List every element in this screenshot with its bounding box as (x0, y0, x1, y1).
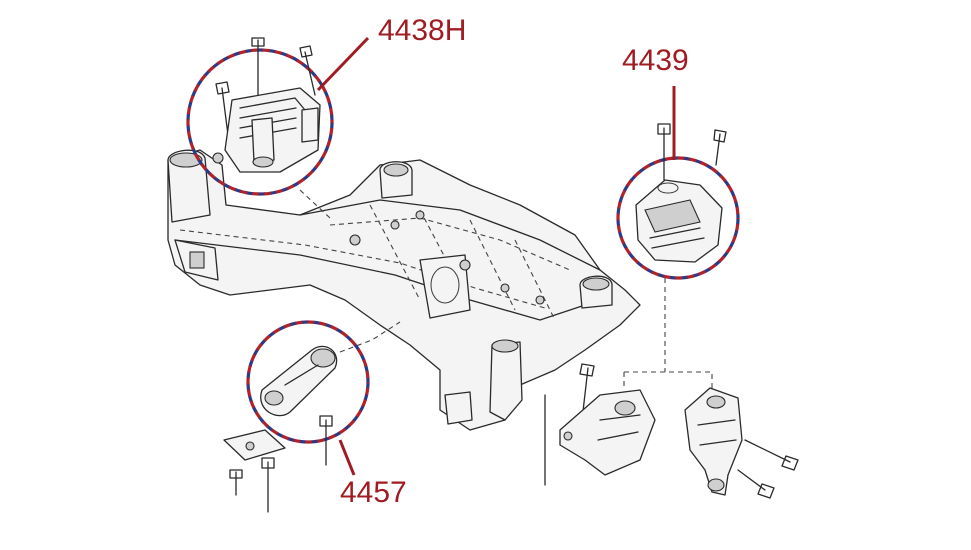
bolt-icon (744, 439, 799, 471)
bracket-boss (707, 478, 725, 492)
frame-hole (535, 295, 545, 305)
bracket-ribs (697, 419, 737, 446)
mount-top-plate (644, 199, 701, 233)
subframe (167, 149, 641, 431)
bracket-hole (245, 441, 255, 451)
bolt-icon (713, 129, 727, 166)
bracket-ribs (597, 414, 641, 441)
frame-hole (349, 234, 361, 246)
mount-bushing (251, 117, 275, 163)
rear-rail-hidden (329, 217, 571, 271)
leader-line-4438h (316, 36, 370, 92)
left-tower-cap (169, 152, 203, 168)
frame-hole (500, 283, 510, 293)
frame-hole (459, 259, 471, 271)
lower-post-cap (491, 339, 519, 353)
mount-stud (301, 107, 319, 143)
bolt-icon (737, 469, 775, 499)
bolt-icon (319, 415, 333, 466)
torque-rod-lower-bushing (264, 390, 284, 406)
front-rail-hidden (179, 229, 546, 309)
mount-bracket-right (684, 387, 743, 496)
mount-4457-detail (223, 320, 370, 513)
leader-line-4457 (338, 439, 356, 476)
leader-4438h-to-frame (299, 189, 331, 219)
bushing-base (252, 156, 274, 168)
callout-circle-4438h-red (186, 48, 334, 196)
callout-label-4438h: 4438H (378, 14, 466, 47)
bolt-icon (215, 81, 230, 136)
center-plate (419, 254, 471, 319)
mount-ribs (649, 227, 705, 249)
callout-label-4439: 4439 (622, 44, 689, 77)
torque-rod-upper-bushing (310, 348, 336, 368)
bracket-boss (706, 395, 726, 409)
bracket-hole (563, 431, 573, 441)
left-bracket-slot (189, 251, 205, 269)
callout-circle-4457-red (246, 320, 370, 444)
bracket-boss (614, 400, 636, 416)
mount-brackets (559, 363, 799, 499)
center-plate-hole (430, 266, 460, 304)
frame-hole (415, 210, 425, 220)
callout-circle-4439-red (616, 156, 740, 280)
mount-4438h-detail (186, 37, 334, 196)
bolt-icon (229, 469, 243, 496)
torque-rod-rib (284, 364, 319, 386)
rear-tower-cap (383, 163, 409, 177)
subframe-lower-post (489, 341, 523, 421)
bolt-icon (251, 37, 265, 96)
mount-4439-detail (616, 123, 740, 280)
subframe-body (167, 149, 641, 431)
rear-rail (299, 199, 601, 271)
bracket-branch-lines (623, 371, 713, 388)
leader-4457-to-frame (339, 321, 401, 353)
frame-hole (390, 220, 400, 230)
torque-rod-bracket (223, 429, 286, 461)
bolt-icon (299, 45, 316, 96)
right-tower-cap (582, 277, 610, 291)
mount-ribs (239, 97, 306, 139)
bolt-icon (261, 457, 275, 513)
lower-pocket (444, 391, 473, 425)
mount-hole (212, 152, 224, 164)
bolt-icon (657, 123, 671, 181)
mount-bracket-left (559, 389, 656, 476)
mount-stud-top (657, 182, 679, 194)
callout-label-4457: 4457 (340, 476, 407, 509)
